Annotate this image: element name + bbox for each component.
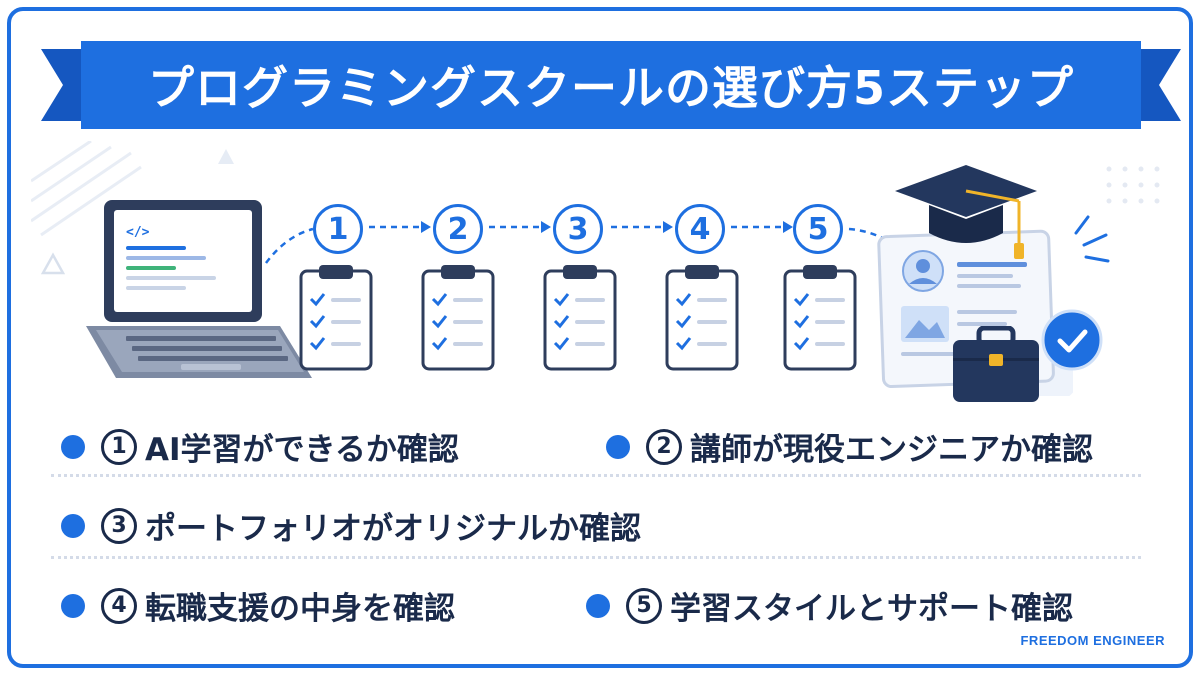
banner-ribbon: [41, 41, 1181, 129]
graduation-cap-icon: [895, 165, 1037, 259]
decor-triangle: [218, 149, 234, 164]
divider: [51, 474, 1141, 477]
decor-lines: [31, 141, 142, 237]
list-item-5: 5 学習スタイルとサポート確認: [586, 583, 1073, 628]
decor-dots: [1106, 166, 1160, 204]
list-item-3: 3 ポートフォリオがオリジナルか確認: [61, 503, 641, 548]
clipboard-icon: [299, 265, 373, 371]
step-connector: [264, 221, 902, 264]
divider: [51, 556, 1141, 559]
page-title: プログラミングスクールの選び方5ステップ: [147, 61, 1074, 115]
step-number-4: 4: [675, 204, 725, 254]
step-number-3: 3: [553, 204, 603, 254]
item-text: 講師が現役エンジニアか確認: [690, 432, 1093, 468]
decor-triangle: [41, 252, 65, 275]
step-number-5: 5: [793, 204, 843, 254]
item-text: AI学習ができるか確認: [145, 432, 459, 468]
bullet-dot: [61, 593, 85, 618]
bullet-dot: [586, 593, 610, 618]
sparkle-lines: [1074, 215, 1110, 263]
clipboard-icon: [665, 265, 739, 371]
list-item-2: 2 講師が現役エンジニアか確認: [606, 424, 1093, 469]
bullet-dot: [606, 434, 630, 459]
bullet-dot: [61, 434, 85, 459]
list-item-4: 4 転職支援の中身を確認: [61, 583, 455, 628]
clipboard-icon: [543, 265, 617, 371]
item-number: 2: [646, 428, 682, 465]
item-number: 4: [101, 587, 137, 624]
title-banner: プログラミングスクールの選び方5ステップ: [41, 41, 1181, 129]
list-item-1: 1 AI学習ができるか確認: [61, 424, 459, 469]
bullet-dot: [61, 513, 85, 538]
item-number: 5: [626, 587, 662, 624]
step-number-1: 1: [313, 204, 363, 254]
step-number-2: 2: [433, 204, 483, 254]
item-text: 学習スタイルとサポート確認: [670, 591, 1073, 627]
brand-logo-text: FREEDOM ENGINEER: [1020, 633, 1165, 648]
code-tag: </>: [126, 225, 150, 240]
item-text: 転職支援の中身を確認: [145, 591, 455, 627]
briefcase-icon: [953, 326, 1039, 402]
check-badge-icon: [1041, 309, 1103, 371]
card-frame: プログラミングスクールの選び方5ステップ </>: [7, 7, 1193, 668]
item-number: 1: [101, 428, 137, 465]
laptop-icon: </>: [86, 200, 312, 378]
item-text: ポートフォリオがオリジナルか確認: [145, 511, 641, 547]
item-number: 3: [101, 507, 137, 544]
clipboard-icon: [421, 265, 495, 371]
clipboard-icon: [783, 265, 857, 371]
